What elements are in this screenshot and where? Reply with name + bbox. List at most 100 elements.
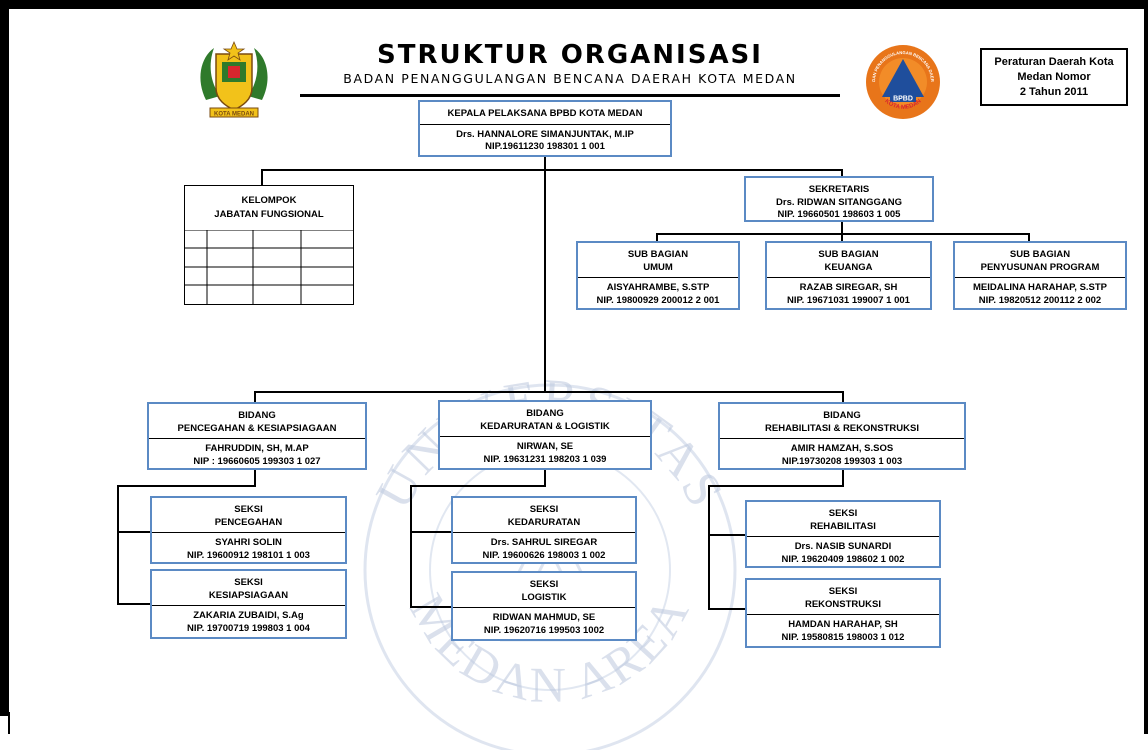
seksi-rekonstruksi-name: HAMDAN HARAHAP, SH bbox=[788, 619, 898, 630]
seksi-logistik-name: RIDWAN MAHMUD, SE bbox=[492, 612, 596, 623]
bpbd-logo-icon: BADAN PENANGGULANGAN BENCANA DAERAH BPBD… bbox=[864, 42, 940, 119]
seksi-rekonstruksi-divider bbox=[747, 614, 939, 615]
subbagian-program-nip: NIP. 19820512 200112 2 002 bbox=[978, 294, 1102, 306]
bidang-pencegahan-divider bbox=[149, 438, 365, 439]
kepala-nip: NIP.19611230 198301 1 001 bbox=[485, 141, 605, 152]
sekretaris-name: Drs. RIDWAN SITANGGANG bbox=[776, 196, 902, 208]
seksi-rehabilitasi-name: Drs. NASIB SUNARDI bbox=[794, 541, 892, 552]
bpbd-center-text: BPBD bbox=[893, 96, 913, 103]
connector-b2-horizontal bbox=[410, 485, 546, 487]
connector-kelompok-drop bbox=[261, 169, 263, 186]
seksi-rehabilitasi-title-1: SEKSI bbox=[828, 508, 858, 519]
bidang-pencegahan-box: BIDANG PENCEGAHAN & KESIAPSIAGAAN FAHRUD… bbox=[147, 402, 367, 470]
subbagian-keuangan-divider bbox=[767, 277, 930, 278]
seksi-kesiapsiagaan-title-1: SEKSI bbox=[234, 577, 263, 588]
kelompok-title: KELOMPOK JABATAN FUNGSIONAL bbox=[185, 194, 353, 222]
subbagian-umum-title-2: UMUM bbox=[643, 261, 673, 273]
connector-bidang-3-drop bbox=[842, 391, 844, 403]
bidang-kedaruratan-name: NIRWAN, SE bbox=[516, 441, 574, 452]
subbagian-program-divider bbox=[955, 277, 1125, 278]
seksi-rekonstruksi-nip: NIP. 19580815 198003 1 012 bbox=[781, 631, 905, 643]
subbagian-program-title-1: SUB BAGIAN bbox=[1009, 249, 1071, 260]
subbagian-keuangan-box: SUB BAGIAN KEUANGA RAZAB SIREGAR, SH NIP… bbox=[765, 241, 932, 310]
subbagian-program-name: MEIDALINA HARAHAP, S.STP bbox=[972, 282, 1108, 293]
bidang-rehabilitasi-box: BIDANG REHABILITASI & REKONSTRUKSI AMIR … bbox=[718, 402, 966, 470]
seksi-rehabilitasi-title-2: REHABILITASI bbox=[810, 520, 876, 532]
regulation-line-3: 2 Tahun 2011 bbox=[1019, 86, 1089, 98]
bidang-kedaruratan-divider bbox=[440, 436, 650, 437]
connector-b2-seksi1 bbox=[410, 531, 452, 533]
bidang-rehabilitasi-title-2: REHABILITASI & REKONSTRUKSI bbox=[765, 422, 919, 434]
bidang-pencegahan-name: FAHRUDDIN, SH, M.AP bbox=[205, 443, 309, 454]
page-border-left bbox=[0, 0, 9, 716]
seksi-logistik-title-1: SEKSI bbox=[529, 579, 559, 590]
connector-b2-seksi2 bbox=[410, 606, 452, 608]
connector-b3-down bbox=[842, 470, 844, 486]
seksi-pencegahan-name: SYAHRI SOLIN bbox=[215, 537, 282, 548]
kelompok-line-2: JABATAN FUNGSIONAL bbox=[214, 209, 324, 220]
connector-kepala-trunk bbox=[544, 157, 546, 392]
connector-sekretaris-drop bbox=[841, 169, 843, 177]
seksi-rekonstruksi-title-2: REKONSTRUKSI bbox=[804, 598, 881, 610]
subbagian-keuangan-title-1: SUB BAGIAN bbox=[818, 249, 879, 260]
bidang-rehabilitasi-divider bbox=[720, 438, 964, 439]
sekretaris-box: SEKRETARIS Drs. RIDWAN SITANGGANG NIP. 1… bbox=[744, 176, 934, 222]
page-title: STRUKTUR ORGANISASI bbox=[377, 40, 763, 70]
subbagian-umum-title-1: SUB BAGIAN bbox=[627, 249, 689, 260]
kepala-title: KEPALA PELAKSANA BPBD KOTA MEDAN bbox=[447, 108, 643, 119]
connector-b1-seksi1 bbox=[117, 531, 151, 533]
kepala-box: KEPALA PELAKSANA BPBD KOTA MEDAN Drs. HA… bbox=[418, 100, 672, 157]
connector-b1-vertical bbox=[117, 485, 119, 604]
bidang-rehabilitasi-nip: NIP.19730208 199303 1 003 bbox=[781, 455, 903, 467]
seksi-logistik-title-2: LOGISTIK bbox=[521, 591, 567, 603]
page-subtitle: BADAN PENANGGULANGAN BENCANA DAERAH KOTA… bbox=[343, 71, 797, 86]
subbagian-umum-nip: NIP. 19800929 200012 2 001 bbox=[596, 294, 720, 306]
seksi-kesiapsiagaan-name: ZAKARIA ZUBAIDI, S.Ag bbox=[193, 610, 304, 621]
seksi-pencegahan-divider bbox=[152, 532, 345, 533]
kepala-divider bbox=[420, 123, 670, 125]
kepala-name: Drs. HANNALORE SIMANJUNTAK, M.IP bbox=[456, 128, 634, 140]
bidang-kedaruratan-box: BIDANG KEDARURATAN & LOGISTIK NIRWAN, SE… bbox=[438, 400, 652, 470]
seksi-logistik-nip: NIP. 19620716 199503 1002 bbox=[483, 624, 605, 636]
seksi-kedaruratan-title-2: KEDARURATAN bbox=[507, 516, 581, 528]
connector-b1-horizontal bbox=[117, 485, 256, 487]
connector-b1-seksi2 bbox=[117, 603, 151, 605]
seksi-kedaruratan-title-1: SEKSI bbox=[529, 504, 559, 515]
sekretaris-nip: NIP. 19660501 198603 1 005 bbox=[777, 209, 901, 220]
bidang-rehabilitasi-title-1: BIDANG bbox=[823, 410, 861, 421]
connector-sekretaris-down bbox=[841, 222, 843, 234]
bidang-pencegahan-title-2: PENCEGAHAN & KESIAPSIAGAAN bbox=[177, 422, 337, 434]
seksi-rehabilitasi-nip: NIP. 19620409 198602 1 002 bbox=[781, 553, 905, 565]
kelompok-line-1: KELOMPOK bbox=[241, 195, 297, 206]
emblem-ribbon-text: KOTA MEDAN bbox=[214, 112, 254, 118]
connector-b3-seksi2 bbox=[708, 608, 746, 610]
connector-b3-horizontal bbox=[708, 485, 844, 487]
kota-medan-emblem-icon: KOTA MEDAN bbox=[200, 40, 268, 118]
connector-b3-seksi1 bbox=[708, 534, 746, 536]
page-border-tick bbox=[8, 712, 10, 734]
seksi-logistik-box: SEKSI LOGISTIK RIDWAN MAHMUD, SE NIP. 19… bbox=[451, 571, 637, 641]
connector-b1-down bbox=[254, 470, 256, 486]
seksi-pencegahan-nip: NIP. 19600912 198101 1 003 bbox=[187, 549, 310, 561]
page-border-right bbox=[1144, 0, 1148, 734]
seksi-pencegahan-title-2: PENCEGAHAN bbox=[214, 516, 283, 528]
kelompok-grid bbox=[185, 230, 353, 304]
subbagian-umum-name: AISYAHRAMBE, S.STP bbox=[606, 282, 710, 293]
seksi-kesiapsiagaan-nip: NIP. 19700719 199803 1 004 bbox=[187, 622, 310, 634]
subbagian-program-title-2: PENYUSUNAN PROGRAM bbox=[980, 261, 1100, 273]
seksi-logistik-divider bbox=[453, 607, 635, 608]
seksi-kedaruratan-nip: NIP. 19600626 198003 1 002 bbox=[482, 549, 606, 561]
bidang-kedaruratan-title-2: KEDARURATAN & LOGISTIK bbox=[480, 420, 610, 432]
seksi-kedaruratan-divider bbox=[453, 532, 635, 533]
connector-top-horizontal bbox=[261, 169, 843, 171]
regulation-line-2: Medan Nomor bbox=[1017, 71, 1091, 83]
subbagian-keuangan-name: RAZAB SIREGAR, SH bbox=[799, 282, 898, 293]
regulation-line-1: Peraturan Daerah Kota bbox=[994, 56, 1114, 68]
subbagian-umum-divider bbox=[578, 277, 738, 278]
connector-subbagian-umum-drop bbox=[656, 233, 658, 242]
subbagian-program-box: SUB BAGIAN PENYUSUNAN PROGRAM MEIDALINA … bbox=[953, 241, 1127, 310]
subbagian-keuangan-nip: NIP. 19671031 199007 1 001 bbox=[787, 294, 910, 306]
page-border-top bbox=[0, 0, 1148, 9]
connector-b3-vertical bbox=[708, 485, 710, 609]
